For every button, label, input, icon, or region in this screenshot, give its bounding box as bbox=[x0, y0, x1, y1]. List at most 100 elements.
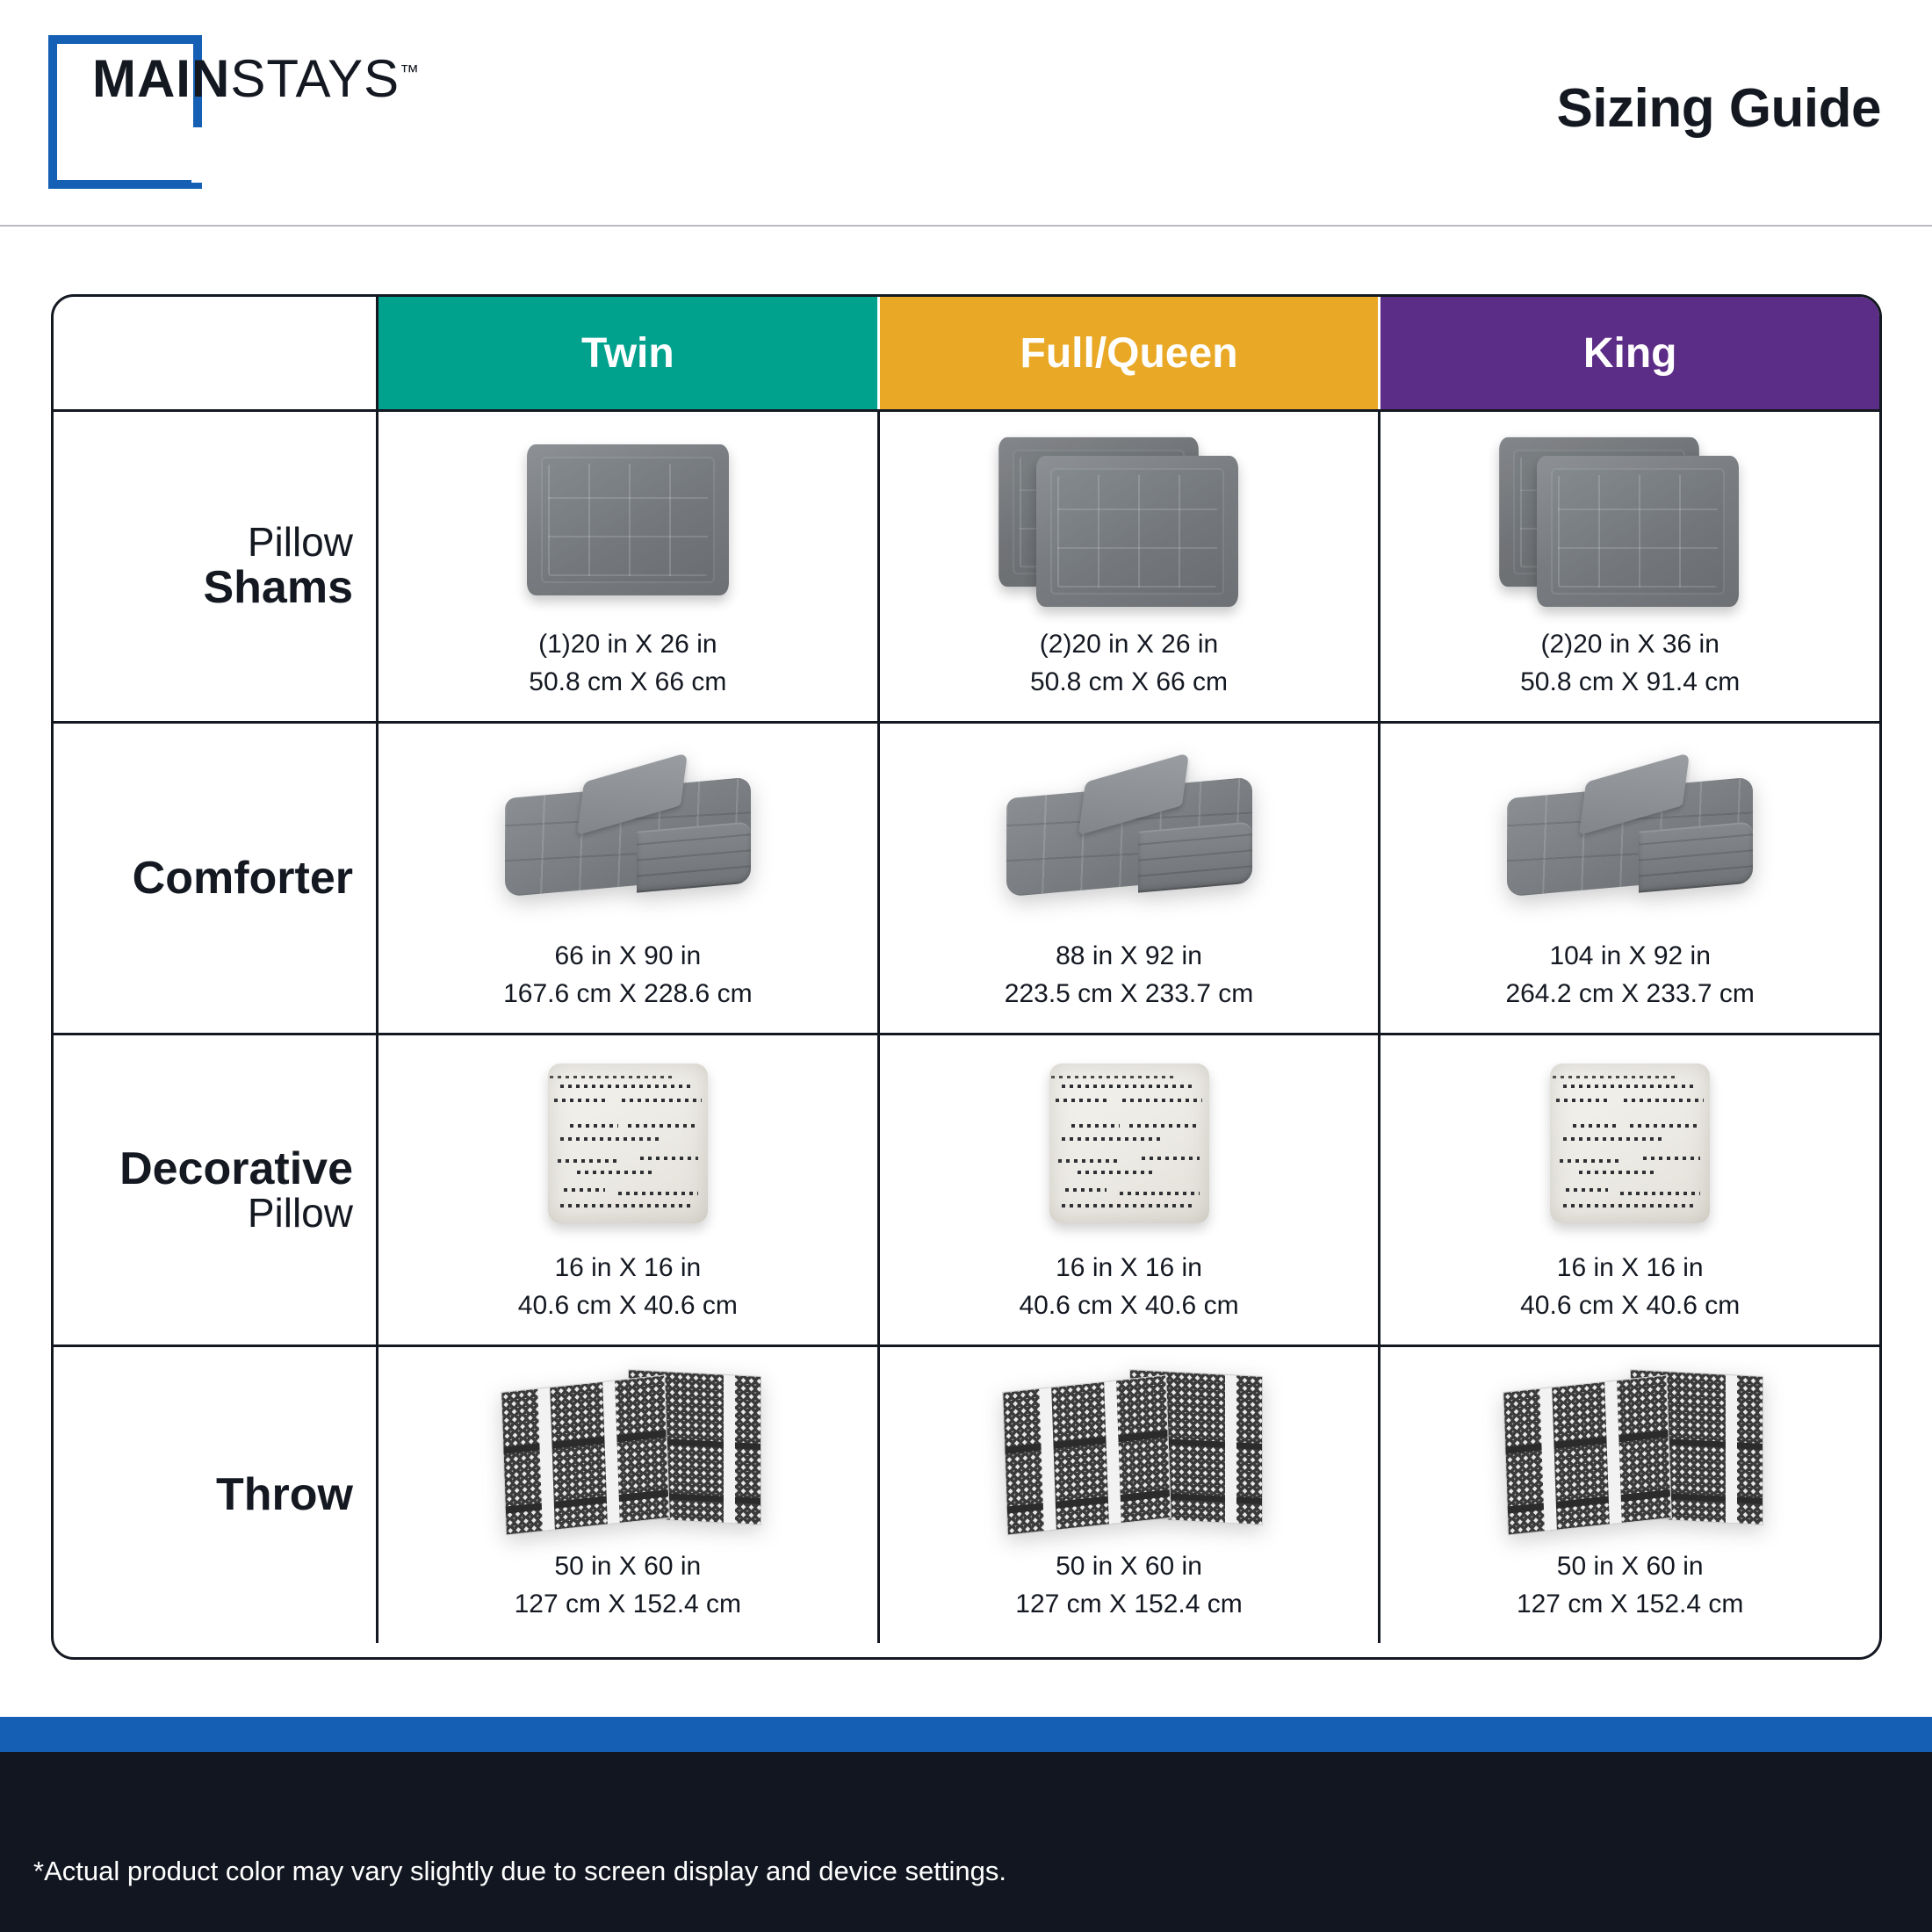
throw-stripe bbox=[503, 1429, 667, 1453]
cell-dimensions: (2)20 in X 26 in 50.8 cm X 66 cm bbox=[1030, 626, 1228, 701]
brand-wordmark: MAINSTAYS™ bbox=[92, 53, 420, 105]
page-header: MAINSTAYS™ Sizing Guide bbox=[0, 0, 1932, 227]
pillow-stripe bbox=[1062, 1204, 1196, 1208]
pillow-sham-front-icon bbox=[1035, 456, 1238, 607]
pillow-stripe bbox=[1572, 1124, 1621, 1128]
dimension-cm: 127 cm X 152.4 cm bbox=[1516, 1589, 1744, 1618]
cell-comforter-full-queen: 88 in X 92 in 223.5 cm X 233.7 cm bbox=[876, 724, 1379, 1033]
pillow-stripe bbox=[1071, 1124, 1120, 1128]
dimension-cm: 40.6 cm X 40.6 cm bbox=[517, 1290, 738, 1320]
throw-image bbox=[880, 1354, 1379, 1543]
dimension-cm: 264.2 cm X 233.7 cm bbox=[1505, 978, 1755, 1008]
dimension-cm: 127 cm X 152.4 cm bbox=[1015, 1589, 1243, 1618]
comforter-fold bbox=[1639, 821, 1754, 893]
table-row: Comforter 66 in X 90 in 167.6 cm X 228.6… bbox=[54, 721, 1879, 1033]
dimension-inches: (1)20 in X 26 in bbox=[538, 630, 717, 659]
dimension-inches: 16 in X 16 in bbox=[1056, 1253, 1202, 1282]
cell-dimensions: 66 in X 90 in 167.6 cm X 228.6 cm bbox=[503, 938, 752, 1013]
cell-dimensions: 16 in X 16 in 40.6 cm X 40.6 cm bbox=[1520, 1250, 1740, 1324]
comforter-icon bbox=[1507, 752, 1754, 902]
cell-pillow-shams-king: (2)20 in X 36 in 50.8 cm X 91.4 cm bbox=[1378, 412, 1879, 721]
cell-throw-twin: 50 in X 60 in 127 cm X 152.4 cm bbox=[378, 1347, 877, 1643]
pillow-sham-pair-icon bbox=[998, 436, 1261, 607]
throw-front-panel bbox=[1001, 1373, 1171, 1536]
cell-dimensions: 50 in X 60 in 127 cm X 152.4 cm bbox=[1517, 1548, 1743, 1623]
pillow-stripe bbox=[1642, 1156, 1701, 1160]
row-label-pillow-shams: Pillow Shams bbox=[54, 412, 378, 721]
pillow-stripe bbox=[1620, 1191, 1701, 1195]
throw-icon bbox=[496, 1366, 761, 1536]
decorative-pillow-icon bbox=[1550, 1063, 1711, 1223]
pillow-stripe bbox=[1562, 1136, 1662, 1141]
pillow-stripe bbox=[617, 1191, 698, 1195]
pillow-stripe bbox=[576, 1170, 653, 1174]
dimension-inches: (2)20 in X 36 in bbox=[1540, 630, 1719, 659]
cell-pillow-shams-full-queen: (2)20 in X 26 in 50.8 cm X 66 cm bbox=[876, 412, 1379, 721]
pillow-sham-front-icon bbox=[1537, 456, 1740, 607]
pillow-stripe bbox=[564, 1187, 606, 1192]
brand-wordmark-secondary: STAYS bbox=[230, 49, 400, 108]
cell-dimensions: (2)20 in X 36 in 50.8 cm X 91.4 cm bbox=[1520, 626, 1740, 701]
pillow-stripe bbox=[1062, 1136, 1161, 1141]
throw-stripe bbox=[1004, 1429, 1168, 1453]
cell-dimensions: 50 in X 60 in 127 cm X 152.4 cm bbox=[515, 1548, 741, 1623]
decorative-pillow-image bbox=[1381, 1042, 1879, 1244]
throw-icon bbox=[1498, 1366, 1764, 1536]
pillow-sham-pair-image bbox=[1381, 419, 1879, 621]
pillow-stripe bbox=[1562, 1084, 1698, 1088]
dimension-inches: 16 in X 16 in bbox=[1556, 1253, 1704, 1282]
decorative-pillow-image bbox=[880, 1042, 1379, 1244]
pillow-stripe bbox=[1055, 1099, 1110, 1103]
cell-pillow-shams-twin: (1)20 in X 26 in 50.8 cm X 66 cm bbox=[378, 412, 877, 721]
throw-stripe bbox=[1505, 1429, 1669, 1453]
throw-image bbox=[1381, 1354, 1879, 1543]
dimension-cm: 223.5 cm X 233.7 cm bbox=[1004, 978, 1254, 1008]
cell-comforter-king: 104 in X 92 in 264.2 cm X 233.7 cm bbox=[1378, 724, 1879, 1033]
sizing-table: Twin Full/Queen King Pillow Shams (1)20 … bbox=[51, 294, 1882, 1660]
pillow-stripe bbox=[627, 1124, 698, 1128]
comforter-image bbox=[378, 731, 877, 933]
decorative-pillow-icon bbox=[547, 1063, 708, 1223]
column-header-full-queen: Full/Queen bbox=[876, 297, 1379, 409]
pillow-stripe bbox=[640, 1156, 698, 1160]
row-label-line1: Decorative bbox=[119, 1143, 353, 1195]
throw-image bbox=[378, 1354, 877, 1543]
comforter-image bbox=[880, 731, 1379, 933]
pillow-stripe bbox=[1062, 1084, 1196, 1088]
cell-dimensions: 50 in X 60 in 127 cm X 152.4 cm bbox=[1015, 1548, 1242, 1623]
row-label-line1: Pillow bbox=[247, 519, 353, 566]
comforter-icon bbox=[504, 752, 751, 902]
column-header-king: King bbox=[1378, 297, 1879, 409]
dimension-cm: 167.6 cm X 228.6 cm bbox=[503, 978, 753, 1008]
cell-decorative-pillow-full-queen: 16 in X 16 in 40.6 cm X 40.6 cm bbox=[876, 1035, 1379, 1344]
cell-dimensions: 104 in X 92 in 264.2 cm X 233.7 cm bbox=[1505, 938, 1754, 1013]
brand-wordmark-main: MAIN bbox=[92, 49, 231, 108]
pillow-stripe bbox=[1556, 1099, 1611, 1103]
cell-decorative-pillow-twin: 16 in X 16 in 40.6 cm X 40.6 cm bbox=[378, 1035, 877, 1344]
pillow-stripe bbox=[1578, 1170, 1656, 1174]
dimension-inches: 104 in X 92 in bbox=[1549, 941, 1711, 970]
pillow-stripe bbox=[1128, 1124, 1200, 1128]
decorative-pillow-icon bbox=[1049, 1063, 1209, 1223]
trademark-icon: ™ bbox=[400, 61, 421, 83]
comforter-icon bbox=[1006, 752, 1252, 902]
throw-stripe bbox=[505, 1489, 668, 1513]
row-label-line2: Pillow bbox=[247, 1190, 353, 1236]
dimension-inches: 50 in X 60 in bbox=[1556, 1552, 1704, 1581]
page-title: Sizing Guide bbox=[1556, 78, 1882, 139]
throw-stripe-light bbox=[1224, 1374, 1236, 1523]
pillow-stripe bbox=[557, 1159, 618, 1164]
cell-dimensions: (1)20 in X 26 in 50.8 cm X 66 cm bbox=[529, 626, 726, 701]
throw-icon bbox=[998, 1366, 1263, 1536]
column-header-twin: Twin bbox=[378, 297, 877, 409]
dimension-inches: 16 in X 16 in bbox=[554, 1253, 702, 1282]
pillow-stripe bbox=[1566, 1187, 1608, 1192]
throw-stripe-light bbox=[1726, 1374, 1738, 1523]
throw-front-panel bbox=[501, 1373, 670, 1536]
pillow-stripe bbox=[570, 1124, 618, 1128]
pillow-sham-pair-image bbox=[880, 419, 1379, 621]
pillow-stripe bbox=[1064, 1187, 1107, 1192]
dimension-cm: 40.6 cm X 40.6 cm bbox=[1019, 1290, 1239, 1320]
pillow-stripe bbox=[1562, 1204, 1698, 1208]
dimension-cm: 50.8 cm X 66 cm bbox=[1029, 667, 1229, 696]
